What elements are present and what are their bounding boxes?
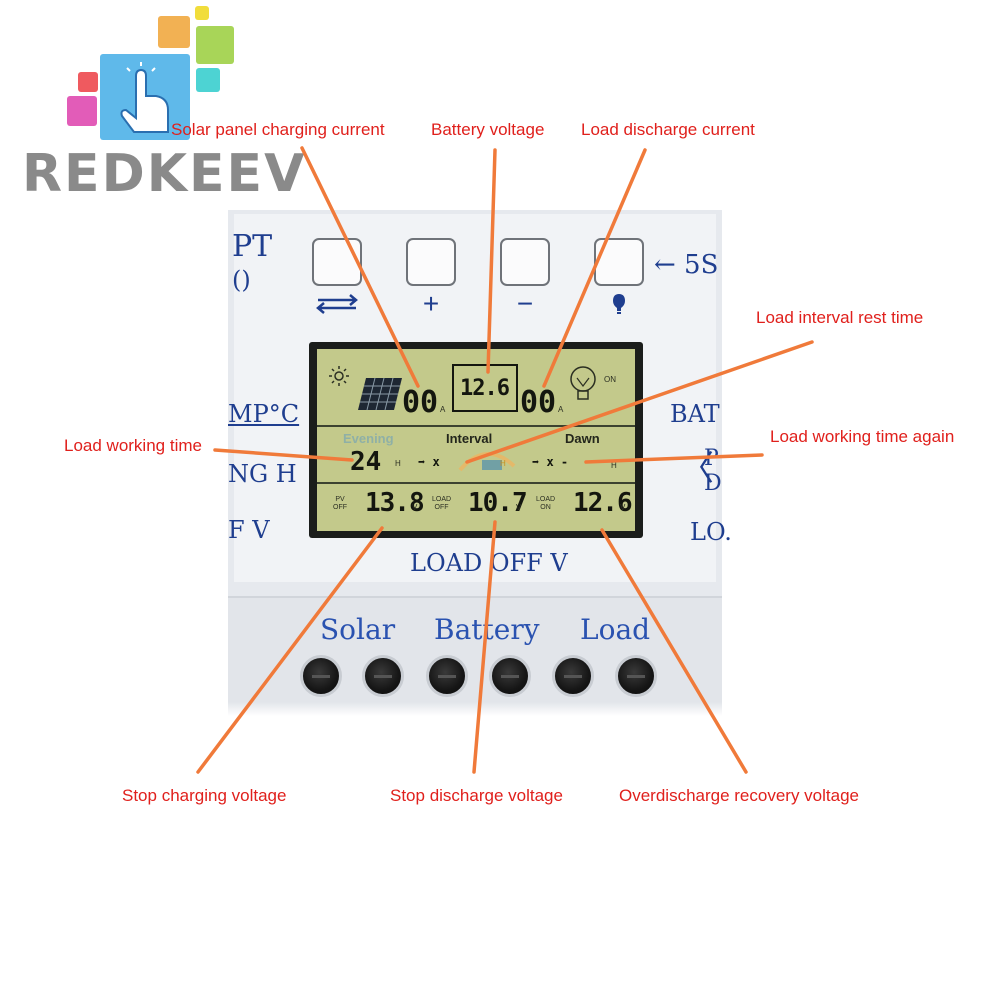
annotation-battery-voltage: Battery voltage <box>431 120 545 139</box>
annotation-solar-current: Solar panel charging current <box>171 120 385 139</box>
load-on-label: LOAD ON <box>536 496 556 511</box>
mode-switch-button[interactable] <box>312 238 362 286</box>
load-working-time-value: 24 <box>350 447 382 477</box>
battery-icon <box>452 364 518 412</box>
battery-type-label: BAT <box>670 400 720 428</box>
solar-panel-icon <box>356 376 404 417</box>
brand-logo: REDKEEV <box>0 0 304 205</box>
arrow-working-time <box>213 448 354 462</box>
dawn-indicator: ➡ x - <box>532 455 569 469</box>
load-current-value: 00 <box>520 385 557 420</box>
load-on-voltage: 12.6 <box>573 488 633 518</box>
pv-off-voltage: 13.8 <box>365 488 425 518</box>
logo-pink-square <box>67 96 97 126</box>
voltage-label-left: F V <box>228 516 270 544</box>
arrow-load-current <box>542 148 647 388</box>
load-off-voltage: 10.7 <box>468 488 528 518</box>
pv-off-label: PV OFF <box>333 496 347 511</box>
evening-label: Evening <box>343 431 394 446</box>
model-label-line2: () <box>232 266 251 294</box>
brand-wordmark: REDKEEV <box>22 144 307 204</box>
load-negative-terminal[interactable] <box>615 655 657 697</box>
logo-red-square <box>78 72 98 92</box>
battery-voltage-value: 12.6 <box>460 376 510 401</box>
logo-orange-square <box>158 16 190 48</box>
bulb-icon <box>610 292 628 321</box>
annotation-stop-charging: Stop charging voltage <box>122 786 287 805</box>
hand-pointer-icon <box>120 62 169 133</box>
plus-button[interactable] <box>406 238 456 286</box>
arrow-stop-charging <box>196 526 384 774</box>
sun-icon <box>328 365 350 392</box>
logo-green-square <box>196 26 234 64</box>
annotation-overdischarge: Overdischarge recovery voltage <box>619 786 860 805</box>
interval-indicator: ➡ x <box>418 455 440 469</box>
battery-positive-terminal[interactable] <box>426 655 468 697</box>
solar-negative-terminal[interactable] <box>362 655 404 697</box>
button-hint-5s: ← 5S <box>654 250 719 280</box>
load-off-unit: V <box>516 503 522 512</box>
light-bulb-icon <box>566 364 600 409</box>
logo-yellow-square <box>195 6 209 20</box>
annotation-interval-rest: Load interval rest time <box>756 308 924 327</box>
interval-label: Interval <box>446 431 493 446</box>
load-on-unit: V <box>620 503 626 512</box>
dawn-unit: H <box>611 461 617 470</box>
load-terminal-label: Load <box>580 613 651 646</box>
solar-positive-terminal[interactable] <box>300 655 342 697</box>
pv-off-unit: V <box>412 503 418 512</box>
load-off-voltage-label: LOAD OFF V <box>410 549 568 577</box>
minus-icon: − <box>516 288 534 319</box>
arrow-solar-current <box>300 146 420 388</box>
load-current-unit: A <box>558 405 564 414</box>
plus-icon: + <box>422 288 440 319</box>
arrow-working-time-again <box>584 453 764 464</box>
arrow-stop-discharge <box>472 520 497 774</box>
annotation-working-time-again: Load working time again <box>770 427 955 446</box>
annotation-stop-discharge: Stop discharge voltage <box>390 786 563 805</box>
annotation-working-time: Load working time <box>64 436 202 455</box>
arrow-battery-voltage <box>486 148 497 374</box>
pv-current-unit: A <box>440 405 446 414</box>
arrow-interval-rest <box>465 340 814 464</box>
switch-arrows-icon <box>312 292 362 321</box>
pv-current-value: 00 <box>402 385 439 420</box>
lcd-divider-top <box>317 425 635 427</box>
bulb-status: ON <box>604 375 616 384</box>
interval-unit: H <box>500 459 506 468</box>
housing-shadow <box>228 702 722 716</box>
lcd-divider-bottom <box>317 482 635 484</box>
arrow-overdischarge <box>600 528 748 774</box>
charging-hours-label: NG H <box>228 460 297 488</box>
light-button[interactable] <box>594 238 644 286</box>
working-time-unit: H <box>395 459 401 468</box>
model-label: PT <box>232 229 273 264</box>
solar-terminal-label: Solar <box>320 613 396 646</box>
load-off-label: LOAD OFF <box>432 496 452 511</box>
annotation-load-current: Load discharge current <box>581 120 755 139</box>
load-positive-terminal[interactable] <box>552 655 594 697</box>
load-label-right: LO. <box>690 518 732 546</box>
minus-button[interactable] <box>500 238 550 286</box>
temperature-label: MP°C <box>228 400 300 428</box>
dawn-label: Dawn <box>565 431 600 446</box>
battery-negative-terminal[interactable] <box>489 655 531 697</box>
logo-cyan-square <box>196 68 220 92</box>
